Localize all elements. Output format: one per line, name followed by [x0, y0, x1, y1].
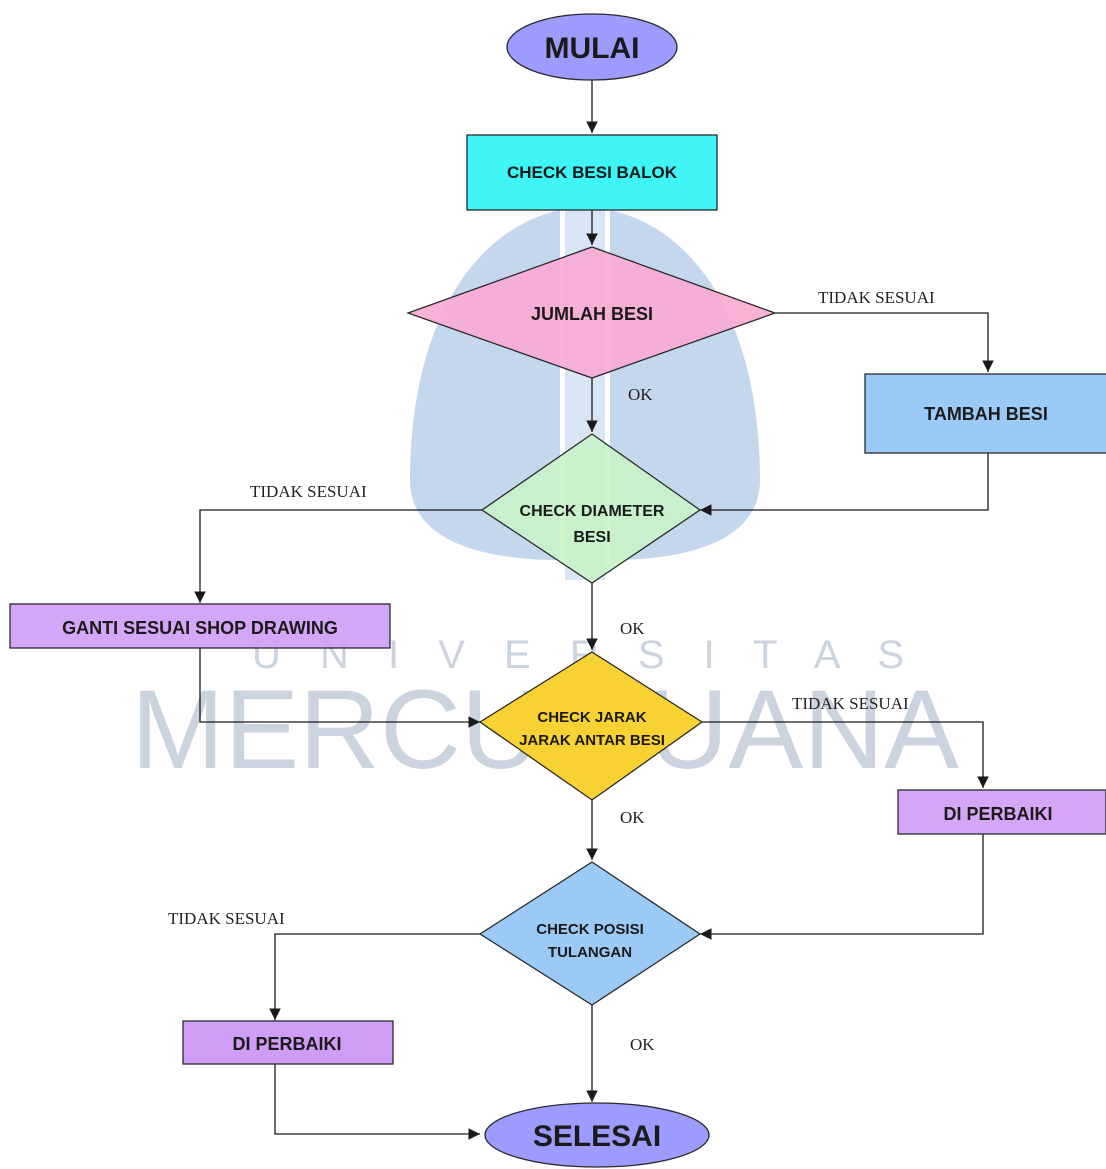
end-terminator: [484, 1102, 710, 1168]
node-end: SELESAI: [484, 1102, 710, 1168]
edge-ganti-to-jarak: [199, 648, 480, 728]
node-di-perbaiki-right: DI PERBAIKI: [897, 789, 1106, 835]
label-jarak-tidak: TIDAK SESUAI: [792, 694, 909, 713]
edge-jarak-to-diperbaiki-right: [702, 721, 989, 788]
node-tambah-besi: TAMBAH BESI: [864, 373, 1106, 454]
edge-labels: TIDAK SESUAI OK TIDAK SESUAI OK TIDAK SE…: [168, 288, 935, 1054]
di-perbaiki-left-label: DI PERBAIKI: [232, 1034, 341, 1054]
di-perbaiki-right-label: DI PERBAIKI: [943, 804, 1052, 824]
label-posisi-tidak: TIDAK SESUAI: [168, 909, 285, 928]
tambah-besi-label: TAMBAH BESI: [924, 404, 1048, 424]
di-perbaiki-right-box: [897, 789, 1106, 835]
label-jumlah-ok: OK: [628, 385, 653, 404]
label-jarak-ok: OK: [620, 808, 645, 827]
check-diameter-decision: [480, 433, 702, 584]
label-diameter-ok: OK: [620, 619, 645, 638]
check-diameter-label-line1: CHECK DIAMETER: [520, 503, 665, 520]
check-jarak-label-line1: CHECK JARAK: [537, 709, 646, 726]
ganti-sesuai-label: GANTI SESUAI SHOP DRAWING: [62, 618, 338, 638]
check-besi-balok-box: [466, 134, 718, 211]
end-label: SELESAI: [533, 1120, 661, 1153]
check-besi-balok-label: CHECK BESI BALOK: [507, 163, 678, 182]
node-di-perbaiki-left: DI PERBAIKI: [182, 1020, 394, 1065]
check-posisi-decision: [478, 861, 702, 1006]
edge-posisi-to-diperbaiki-left: [269, 933, 480, 1020]
di-perbaiki-left-box: [182, 1020, 394, 1065]
jumlah-besi-decision: [406, 246, 777, 379]
tambah-besi-box: [864, 373, 1106, 454]
edge-diperbaiki-left-to-end: [274, 1064, 480, 1140]
edge-jumlah-to-tambah: [775, 312, 994, 372]
node-check-besi-balok: CHECK BESI BALOK: [466, 134, 718, 211]
node-check-posisi: CHECK POSISI TULANGAN: [478, 861, 702, 1006]
jumlah-besi-label: JUMLAH BESI: [531, 304, 653, 324]
check-posisi-label-line2: TULANGAN: [548, 944, 632, 961]
start-label: MULAI: [545, 32, 640, 65]
label-jumlah-tidak: TIDAK SESUAI: [818, 288, 935, 307]
edge-tambah-to-diameter: [700, 453, 989, 516]
node-ganti-sesuai: GANTI SESUAI SHOP DRAWING: [9, 603, 391, 649]
node-check-diameter: CHECK DIAMETER BESI: [480, 433, 702, 584]
label-posisi-ok: OK: [630, 1035, 655, 1054]
check-jarak-label-line2: JARAK ANTAR BESI: [519, 732, 665, 749]
check-diameter-label-line2: BESI: [573, 529, 610, 546]
node-jumlah-besi: JUMLAH BESI: [406, 246, 777, 379]
node-check-jarak: CHECK JARAK JARAK ANTAR BESI: [478, 651, 704, 801]
ganti-sesuai-box: [9, 603, 391, 649]
start-terminator: [506, 13, 678, 81]
edge-diperbaiki-right-to-posisi: [700, 834, 984, 940]
node-start: MULAI: [506, 13, 678, 81]
edges: [194, 80, 994, 1140]
check-posisi-label-line1: CHECK POSISI: [536, 921, 644, 938]
edge-diameter-to-ganti: [194, 509, 482, 603]
label-diameter-tidak: TIDAK SESUAI: [250, 482, 367, 501]
check-jarak-decision: [478, 651, 704, 801]
